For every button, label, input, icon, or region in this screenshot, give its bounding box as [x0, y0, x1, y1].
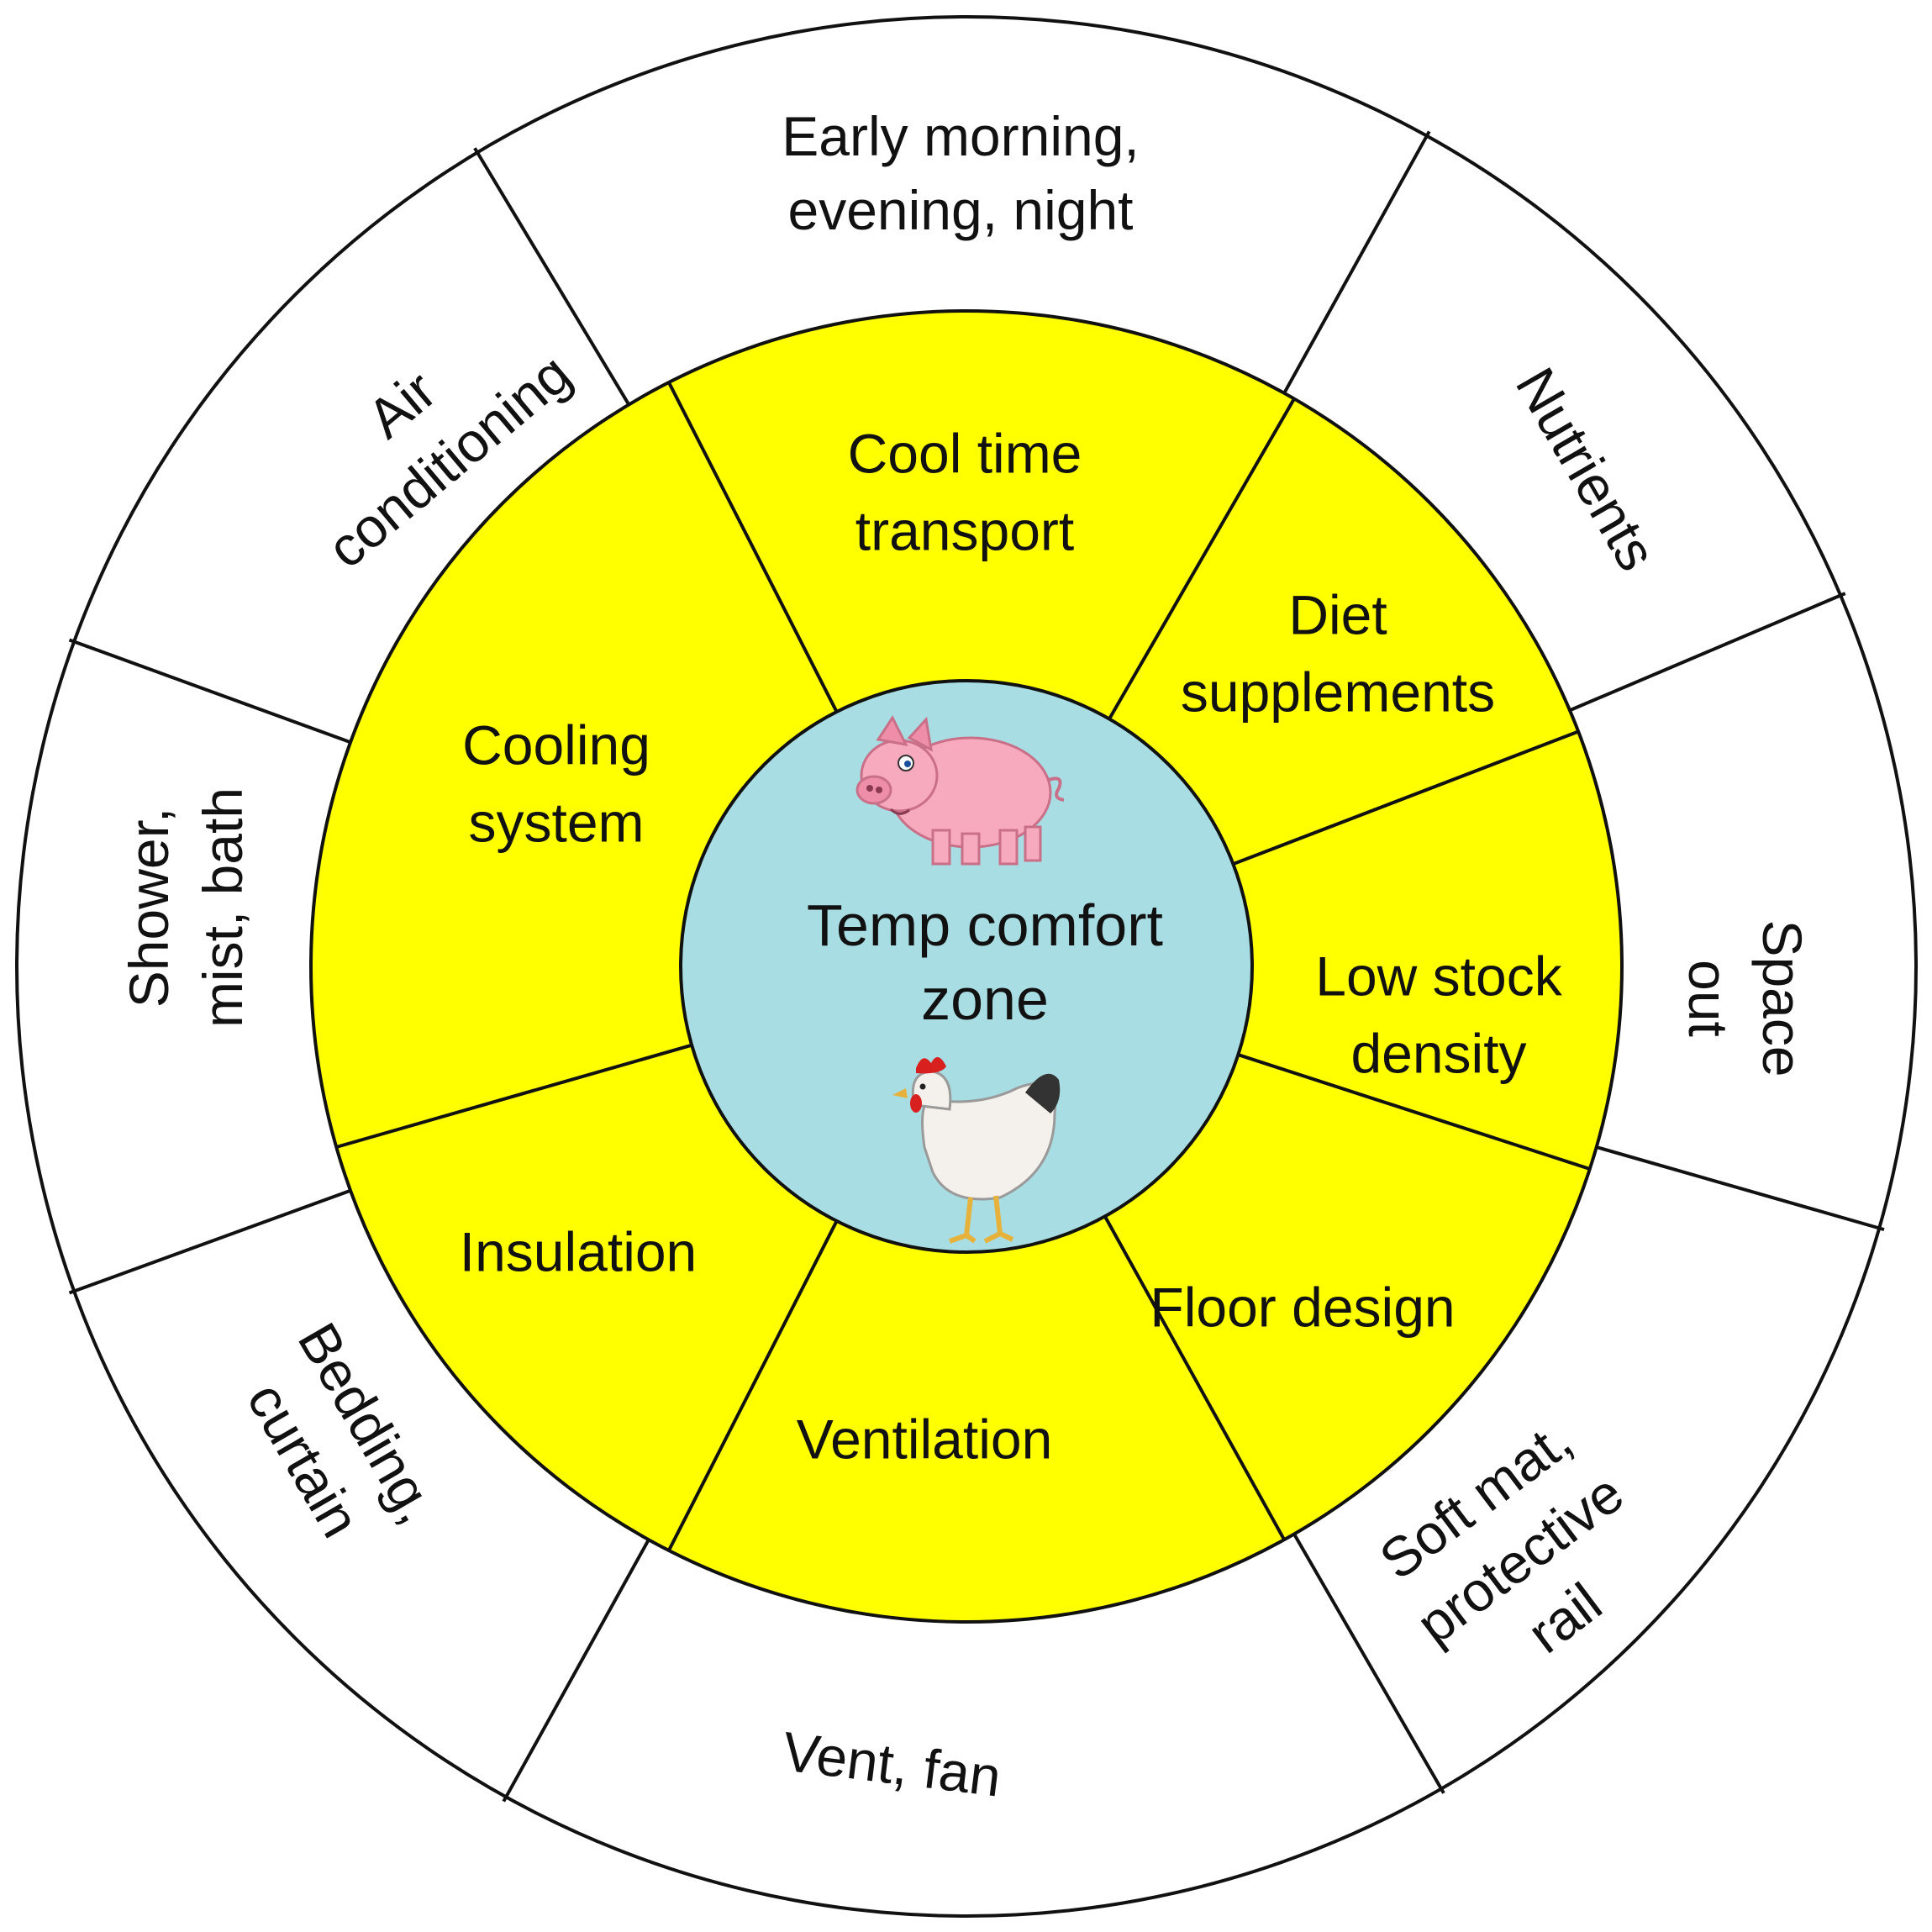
outer-label-shower-mist-bath-line: mist, bath [192, 787, 254, 1028]
center-label: Temp comfort zone [807, 892, 1163, 1032]
hen-icon [892, 1056, 1061, 1244]
inner-label-insulation-line: Insulation [460, 1220, 698, 1282]
outer-divider-3 [1596, 1145, 1885, 1232]
inner-label-cool-time-transport-line: Cool time [848, 422, 1082, 484]
center-label-line: Temp comfort [807, 892, 1163, 958]
outer-divider-2 [1569, 592, 1846, 713]
inner-label-diet-supplements-line: Diet [1288, 583, 1387, 645]
inner-label-cool-time-transport-line: transport [855, 499, 1074, 561]
outer-divider-7 [68, 638, 351, 745]
inner-label-low-stock-density-line: density [1350, 1022, 1526, 1084]
outer-divider-5 [502, 1539, 650, 1803]
inner-divider-3 [1237, 1053, 1591, 1171]
inner-label-cooling-system-line: Cooling [462, 713, 650, 776]
outer-label-shower-mist-bath-line: Shower, [118, 808, 180, 1008]
pig-icon [855, 714, 1065, 866]
inner-label-floor-design-line: Floor design [1150, 1276, 1455, 1338]
outer-label-early-morning: Early morning, evening, night [782, 105, 1140, 241]
inner-dividers [335, 382, 1591, 1551]
inner-divider-6 [335, 1043, 692, 1149]
inner-label-cool-time-transport: Cool time transport [848, 422, 1082, 561]
outer-divider-4 [1292, 1533, 1445, 1794]
outer-divider-0 [473, 147, 630, 406]
inner-label-cooling-system: Cooling system [462, 713, 650, 853]
inner-divider-0 [667, 382, 839, 713]
inner-label-diet-supplements-line: supplements [1181, 661, 1495, 723]
inner-label-low-stock-density-line: Low stock [1315, 945, 1562, 1007]
inner-label-cooling-system-line: system [468, 791, 644, 853]
inner-label-floor-design: Floor design [1150, 1276, 1455, 1338]
inner-divider-4 [1103, 1215, 1286, 1541]
inner-label-diet-supplements: Diet supplements [1181, 583, 1495, 723]
outer-label-early-morning-line: Early morning, [782, 105, 1140, 167]
outer-label-space-out: Spaceout [1677, 919, 1814, 1077]
inner-label-ventilation: Ventilation [797, 1408, 1053, 1470]
outer-label-space-out-line: Space [1751, 919, 1814, 1077]
outer-label-shower-mist-bath: Shower,mist, bath [118, 787, 254, 1028]
center-label-line: zone [921, 966, 1049, 1032]
outer-label-early-morning-line: evening, night [788, 179, 1134, 241]
outer-divider-6 [68, 1188, 351, 1295]
inner-label-insulation: Insulation [460, 1220, 698, 1282]
outer-divider-1 [1282, 130, 1431, 394]
inner-divider-5 [667, 1220, 839, 1551]
outer-label-space-out-line: out [1677, 960, 1740, 1037]
center-circle [679, 679, 1254, 1254]
inner-divider-2 [1232, 729, 1579, 866]
inner-label-low-stock-density: Low stock density [1315, 945, 1562, 1084]
inner-divider-1 [1108, 397, 1296, 720]
outer-dividers [68, 130, 1885, 1803]
inner-label-ventilation-line: Ventilation [797, 1408, 1053, 1470]
